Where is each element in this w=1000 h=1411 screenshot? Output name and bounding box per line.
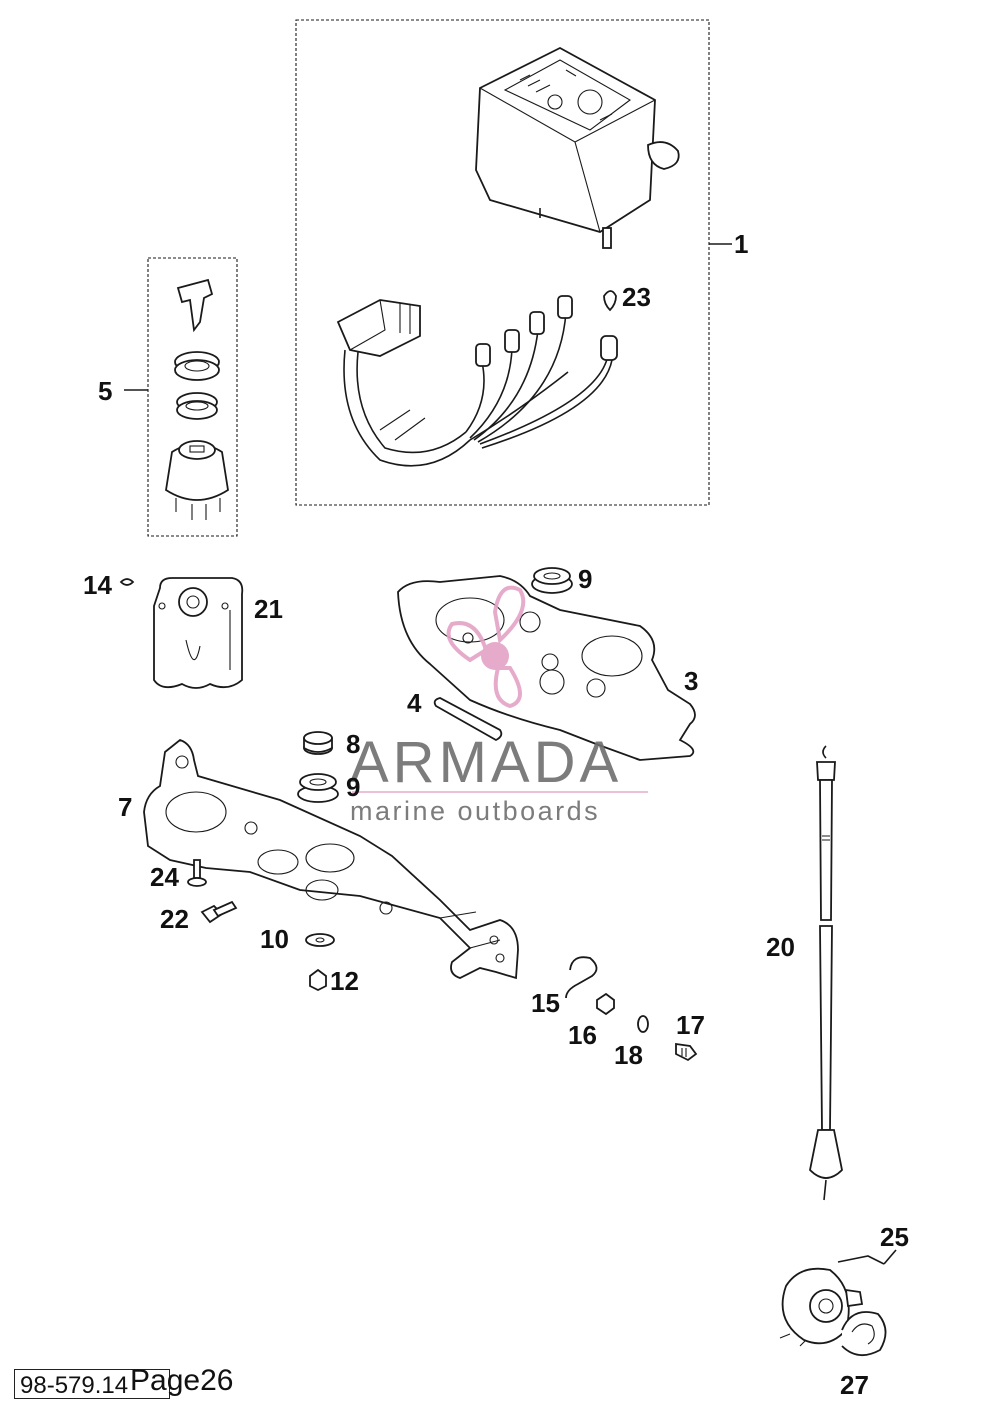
callout-7: 7 [118, 792, 132, 822]
callout-25: 25 [880, 1222, 909, 1252]
grommet-part-9-lower [297, 773, 339, 803]
bulb-part-23 [603, 290, 617, 312]
screw-part-24 [187, 859, 207, 887]
wiring-harness [336, 295, 618, 467]
nut-part-12 [309, 968, 327, 992]
callout-16: 16 [568, 1020, 597, 1050]
gasket-plate-part-3 [397, 575, 696, 761]
callout-15: 15 [531, 988, 560, 1018]
armada-watermark: ARMADA marine outboards [350, 585, 648, 826]
bolt-part-17 [675, 1042, 698, 1062]
callout-9-lower: 9 [346, 772, 360, 802]
bolt-part-22 [200, 900, 238, 924]
footer-code-box [14, 1369, 170, 1399]
callout-3: 3 [684, 666, 698, 696]
callout-12: 12 [330, 966, 359, 996]
sleeve-part-4 [433, 697, 503, 742]
washer-part-18 [637, 1015, 649, 1033]
callout-9-top: 9 [578, 564, 592, 594]
nut-part-16 [596, 992, 615, 1016]
callout-14: 14 [83, 570, 112, 600]
grommet-part-9-top [531, 567, 573, 594]
callout-20: 20 [766, 932, 795, 962]
callout-24: 24 [150, 862, 179, 892]
instrument-assembly-frame [295, 19, 710, 506]
spacer-part-8 [303, 731, 333, 755]
cover-part-21 [153, 577, 244, 689]
callout-5: 5 [98, 376, 112, 406]
washer-part-10 [305, 933, 335, 947]
callout-22: 22 [160, 904, 189, 934]
clip-part-15 [565, 956, 598, 999]
ignition-key [176, 278, 214, 333]
footer-page-label: Page26 [130, 1364, 234, 1397]
circlip-part-27 [841, 1311, 887, 1356]
ignition-switch-frame [147, 257, 238, 537]
cap-part-14 [119, 578, 135, 586]
speedo-cable-part-20 [809, 745, 843, 1201]
ignition-switch-group [124, 257, 238, 537]
propeller-logo-icon [446, 585, 526, 709]
callout-8: 8 [346, 729, 360, 759]
watermark-brand: ARMADA [350, 730, 622, 795]
callout-10: 10 [260, 924, 289, 954]
callout-21: 21 [254, 594, 283, 624]
callout-4: 4 [407, 688, 422, 718]
footer-part-code: 98-579.14 [20, 1372, 129, 1399]
speedometer-housing [475, 46, 680, 249]
callout-1: 1 [734, 229, 748, 259]
speedo-drive-part-25 [779, 1249, 897, 1347]
callout-18: 18 [614, 1040, 643, 1070]
callout-27: 27 [840, 1370, 869, 1400]
bracket-part-7 [143, 738, 519, 980]
watermark-tagline: marine outboards [350, 796, 600, 826]
callout-17: 17 [676, 1010, 705, 1040]
callout-23: 23 [622, 282, 651, 312]
instrument-assembly-group [295, 19, 732, 506]
